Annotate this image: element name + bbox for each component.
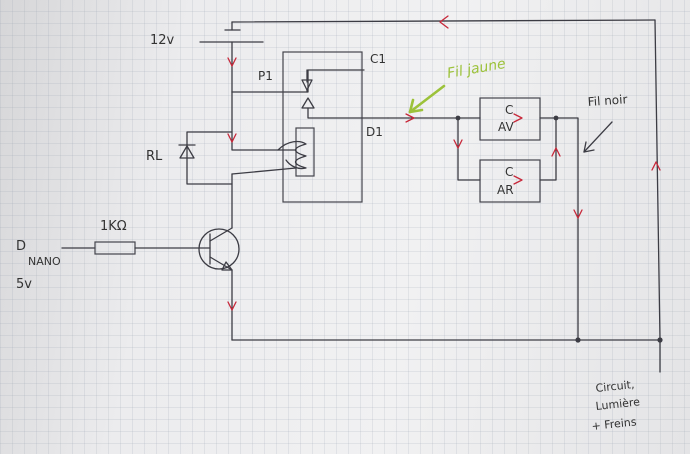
relay-p-label: P1	[258, 69, 273, 83]
load-front-top-label: C	[505, 103, 513, 117]
black-wire-label: Fil noir	[587, 92, 628, 109]
battery-label: 12v	[150, 33, 175, 48]
circuit-label-line2: Lumière	[595, 395, 641, 413]
relay-box	[231, 51, 389, 203]
current-arrows	[227, 15, 661, 311]
transistor	[198, 173, 240, 341]
resistor	[61, 241, 211, 255]
load-rear	[479, 159, 541, 203]
circuit-label-line1: Circuit,	[595, 378, 635, 395]
diode-label: RL	[146, 149, 163, 164]
yellow-wire-pointer	[408, 84, 446, 114]
input-voltage-label: 5v	[16, 277, 32, 292]
input-label: D	[16, 239, 26, 254]
load-front-bottom-label: AV	[498, 120, 514, 134]
top-wire	[231, 19, 656, 31]
bottom-wire	[231, 337, 663, 373]
relay-d-label: D1	[366, 125, 383, 139]
resistor-label: 1KΩ	[100, 219, 127, 234]
load-front	[479, 97, 541, 141]
relay-c-label: C1	[370, 52, 386, 66]
yellow-wire-label: Fil jaune	[446, 56, 507, 82]
diode-symbol	[178, 144, 196, 159]
load-rear-bottom-label: AR	[497, 183, 514, 197]
circuit-label-line3: + Freins	[591, 415, 637, 433]
black-wire-pointer	[583, 121, 613, 153]
right-rail	[654, 19, 661, 341]
battery-symbol	[199, 29, 264, 93]
input-sub-label: NANO	[28, 255, 61, 268]
load-rear-top-label: C	[505, 165, 513, 179]
supply-line	[186, 69, 365, 185]
load-wires	[455, 115, 579, 341]
